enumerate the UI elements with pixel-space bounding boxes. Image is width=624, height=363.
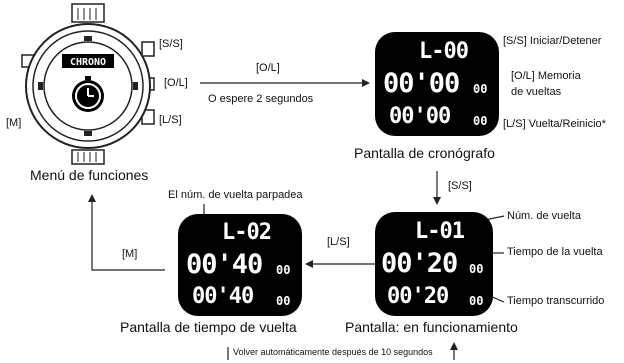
note-ss: [S/S] Iniciar/Detener [503, 35, 602, 47]
stopwatch-icon [72, 76, 104, 112]
chrono-screen: L-00 00'00 00 00'00 00 [375, 32, 499, 136]
lap-line3-small: 00 [276, 294, 291, 308]
running-caption: Pantalla: en funcionamiento [345, 319, 518, 335]
note-lap-blink: El núm. de vuelta parpadea [168, 189, 303, 201]
flow-arrows [88, 79, 505, 360]
footer-note: Volver automáticamente después de 10 seg… [233, 347, 433, 357]
running-line1: L-01 [415, 219, 465, 244]
watch-button-ss [141, 41, 155, 57]
arrow-left-label: [L/S] [327, 236, 350, 248]
chrono-line2: 00'00 [383, 68, 460, 99]
lap-caption: Pantalla de tiempo de vuelta [120, 319, 297, 335]
chrono-line2-small: 00 [473, 82, 488, 96]
watch: CHRONO [21, 3, 155, 165]
label-m: [M] [6, 117, 22, 129]
note-elapsed: Tiempo transcurrido [507, 295, 605, 307]
transition1-bottom: O espere 2 segundos [208, 93, 314, 105]
arrow-back-to-menu [91, 202, 165, 271]
label-ol: [O/L] [164, 77, 188, 89]
note-ol-2: de vueltas [511, 86, 562, 98]
note-lap-time: Tiempo de la vuelta [507, 246, 603, 258]
running-line3-small: 00 [469, 294, 484, 308]
chrono-line3: 00'00 [389, 104, 451, 129]
lap-line3: 00'40 [192, 284, 254, 309]
running-screen: L-01 00'20 00 00'20 00 [375, 212, 493, 316]
note-ol-1: [O/L] Memoria [511, 70, 581, 82]
running-line3: 00'20 [387, 284, 449, 309]
transition1-top: [O/L] [256, 62, 280, 74]
lap-screen: L-02 00'40 00 00'40 00 [178, 214, 302, 316]
chrono-line1: L-00 [419, 39, 469, 64]
watch-strap-top [71, 3, 105, 23]
chrono-caption: Pantalla de cronógrafo [354, 145, 495, 161]
label-ss: [S/S] [159, 38, 183, 50]
arrow-back-label: [M] [122, 248, 138, 260]
watch-display-text: CHRONO [70, 57, 106, 68]
note-lap-number: Núm. de vuelta [507, 210, 581, 222]
running-line2: 00'20 [381, 248, 458, 279]
note-ls: [L/S] Vuelta/Reinicio* [503, 118, 606, 130]
lap-line2: 00'40 [186, 249, 263, 280]
watch-display-bar [62, 54, 114, 68]
watch-caption: Menú de funciones [30, 167, 149, 183]
label-ls: [L/S] [159, 114, 182, 126]
lap-line2-small: 00 [276, 263, 291, 277]
watch-strap-bottom [71, 149, 105, 165]
chrono-line3-small: 00 [473, 114, 488, 128]
arrow-down-label: [S/S] [448, 180, 472, 192]
running-line2-small: 00 [469, 262, 484, 276]
lap-line1: L-02 [222, 220, 272, 245]
